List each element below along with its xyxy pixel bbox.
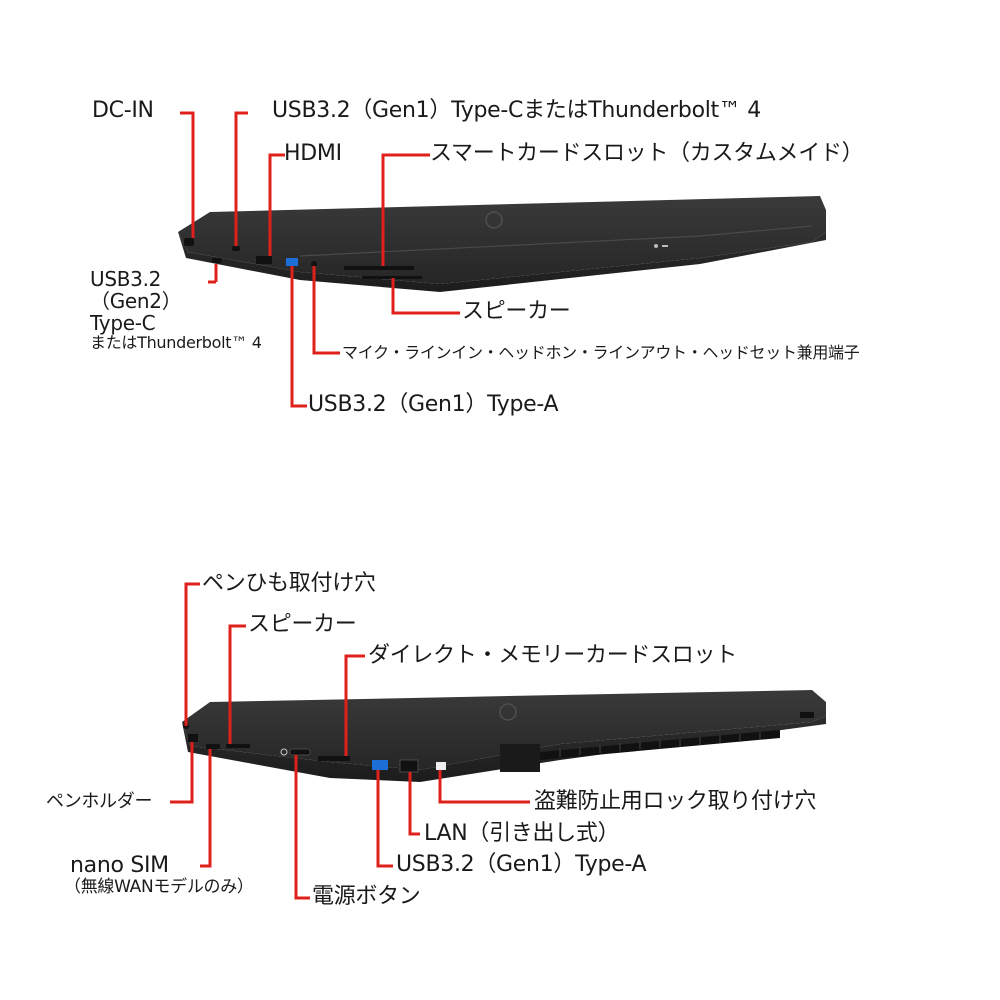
label-memory-card-slot: ダイレクト・メモリーカードスロット xyxy=(368,643,737,668)
callout-lines-top xyxy=(180,111,460,408)
smartcard-slot-icon xyxy=(344,266,414,270)
pen-holder-icon xyxy=(188,734,198,742)
label-speaker-top: スピーカー xyxy=(462,299,571,324)
label-pen-strap-hole: ペンひも取付け穴 xyxy=(202,571,376,596)
label-nano-sim-line1: nano SIM xyxy=(70,853,169,878)
usb-a-port-icon-2 xyxy=(372,760,388,770)
label-audio-combo: マイク・ラインイン・ヘッドホン・ラインアウト・ヘッドセット兼用端子 xyxy=(342,343,860,362)
label-usb-a-top: USB3.2（Gen1）Type-A xyxy=(308,392,559,417)
label-usb-c-gen1-tb4: USB3.2（Gen1）Type-CまたはThunderbolt™ 4 xyxy=(272,98,761,123)
label-hdmi: HDMI xyxy=(284,141,342,166)
usb-c-port-icon-2 xyxy=(232,246,240,251)
label-power-button: 電源ボタン xyxy=(312,884,421,909)
label-speaker-bottom: スピーカー xyxy=(248,612,357,637)
label-usb-c-gen2-line1: USB3.2 xyxy=(90,267,162,291)
dc-in-port-icon xyxy=(184,238,194,246)
label-lan: LAN（引き出し式） xyxy=(424,821,620,846)
label-nano-sim-line2: （無線WANモデルのみ） xyxy=(64,877,254,898)
usb-c-port-icon xyxy=(212,258,222,263)
label-smartcard-slot: スマートカードスロット（カスタムメイド） xyxy=(430,141,864,166)
callout-lines-bottom xyxy=(170,582,530,900)
lan-port-icon xyxy=(399,759,419,773)
hdmi-port-icon xyxy=(256,256,272,264)
label-usb-c-gen2-line3: Type-C xyxy=(90,311,156,335)
memory-card-slot-icon xyxy=(318,756,350,761)
usb-a-port-icon xyxy=(286,258,298,266)
lid-logo-icon xyxy=(485,211,503,229)
laptop-top-image xyxy=(178,196,826,292)
label-usb-c-gen2-line2: （Gen2） xyxy=(90,289,182,313)
laptop-bottom-image xyxy=(182,690,826,782)
nano-sim-slot-icon xyxy=(206,744,220,749)
speaker-grille-icon xyxy=(362,276,422,279)
label-nano-sim: nano SIM （無線WANモデルのみ） xyxy=(64,853,294,898)
label-usb-a-bottom: USB3.2（Gen1）Type-A xyxy=(396,852,647,877)
label-usb-c-gen2: USB3.2 （Gen2） Type-C またはThunderbolt™ 4 xyxy=(90,268,290,352)
label-usb-c-gen2-line4: またはThunderbolt™ 4 xyxy=(90,333,262,352)
label-dc-in: DC-IN xyxy=(92,98,154,123)
audio-jack-icon xyxy=(311,261,317,267)
label-pen-holder: ペンホルダー xyxy=(46,791,153,812)
hinge-icon xyxy=(500,744,540,772)
speaker-grille-icon-2 xyxy=(226,744,250,748)
label-security-lock: 盗難防止用ロック取り付け穴 xyxy=(534,789,817,814)
power-button-icon xyxy=(280,748,288,756)
lid-logo-icon-2 xyxy=(499,703,517,721)
security-lock-slot-icon xyxy=(436,762,446,770)
